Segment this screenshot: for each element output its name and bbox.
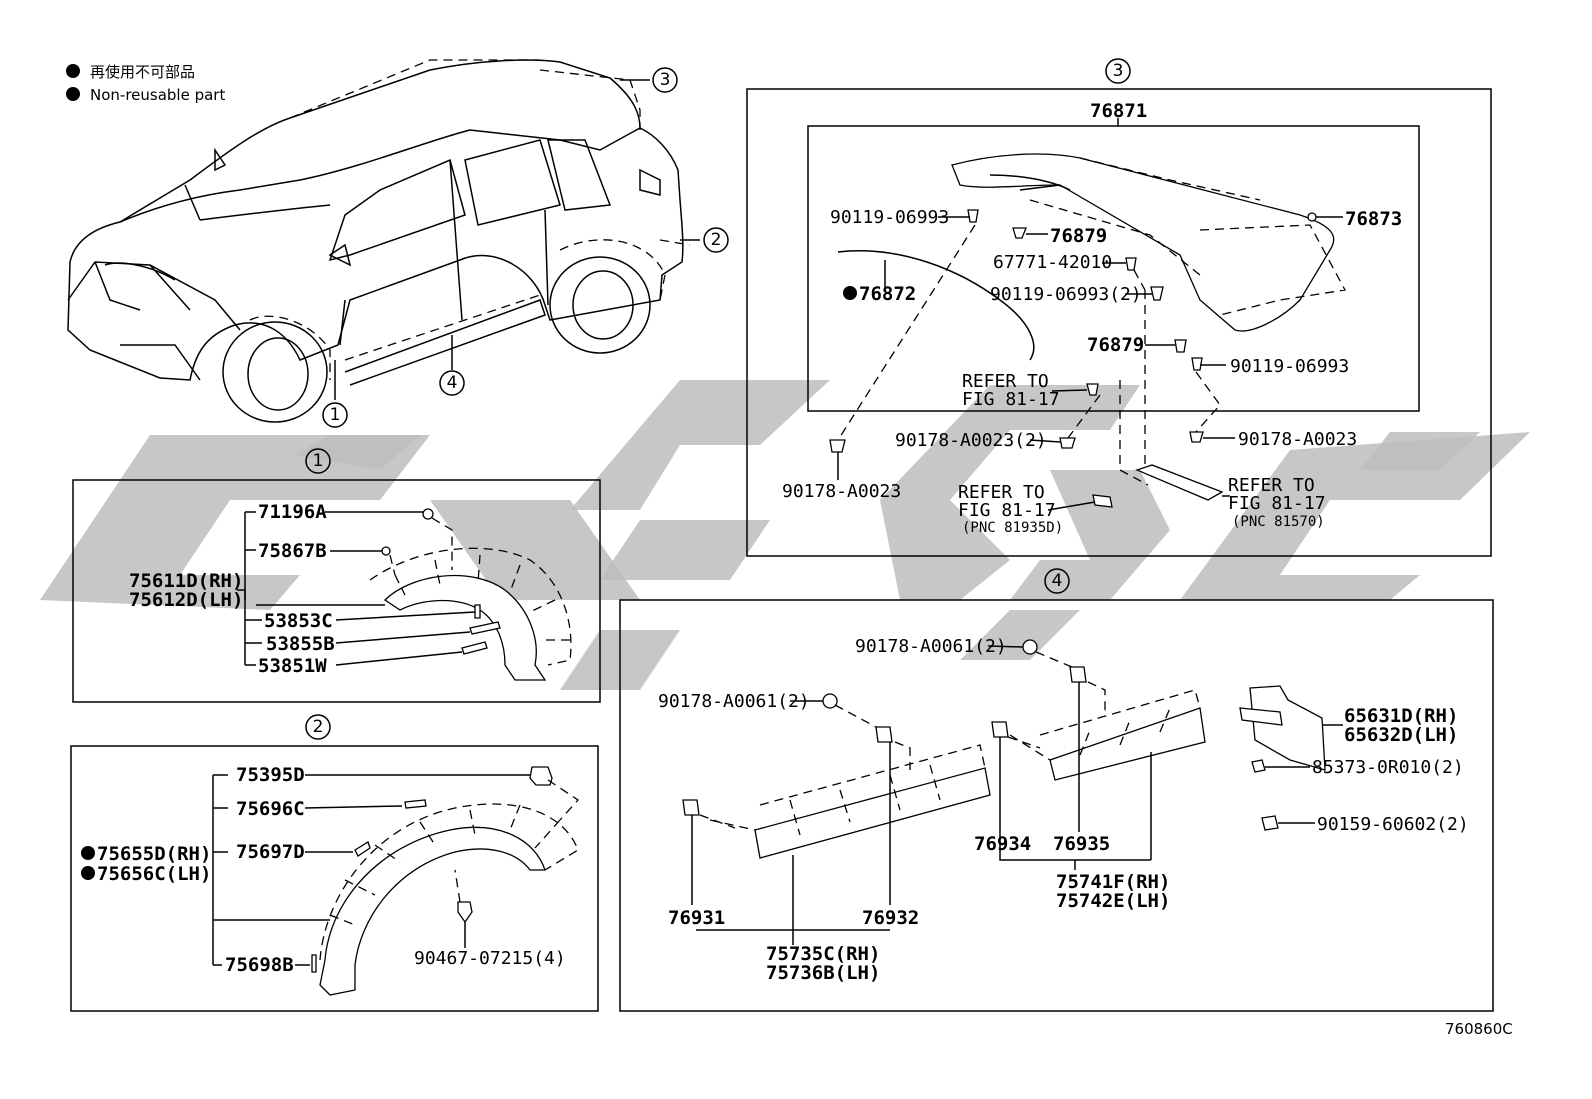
panel-2-frame [70,745,599,1012]
part-76935: 76935 [1053,833,1110,855]
callout-4 [439,370,465,396]
section-1-marker [305,448,331,474]
callout-1 [322,402,348,428]
fig-81-17-lower: FIG 81-17 [958,500,1056,521]
part-53851w: 53851W [258,655,327,677]
filled-dot-icon [66,87,80,101]
part-76934: 76934 [974,833,1031,855]
part-75611d-rh: 75611D(RH) [129,570,243,592]
legend-japanese: 再使用不可部品 [90,63,195,81]
part-90119-06993-top: 90119-06993 [830,207,949,228]
refer-to-upper: REFER TO [962,371,1049,392]
part-76871: 76871 [1090,100,1147,122]
part-90467-07215: 90467-07215(4) [414,948,566,969]
non-reusable-dot-icon [81,846,95,860]
legend: 再使用不可部品 Non-reusable part [66,63,225,104]
svg-text:3: 3 [660,70,671,90]
part-76879-lower: 76879 [1087,334,1144,356]
panel-3-frame [746,88,1492,557]
panel-1-front-wheel-arch: 1 71196A 75867B 75611D(RH) 75612D(LH) 53… [72,448,601,703]
section-4-marker [1044,568,1070,594]
legend-english: Non-reusable part [90,86,225,104]
part-75395d: 75395D [236,764,305,786]
callout-3 [652,67,678,93]
part-90159-60602: 90159-60602(2) [1317,814,1469,835]
non-reusable-dot-icon [81,866,95,880]
section-3-marker [1105,58,1131,84]
part-75612d-lh: 75612D(LH) [129,589,243,611]
fig-81-17-upper: FIG 81-17 [962,389,1060,410]
svg-text:4: 4 [1052,571,1063,591]
part-75697d: 75697D [236,841,305,863]
panel-1-frame [72,479,601,703]
section-2-marker [305,714,331,740]
part-75655d-rh: 75655D(RH) [97,843,211,865]
pnc-81935d: (PNC 81935D) [962,520,1063,536]
part-75656c-lh: 75656C(LH) [97,863,211,885]
part-90178-a0023-2: 90178-A0023(2) [895,430,1047,451]
svg-text:1: 1 [313,451,324,471]
part-76931: 76931 [668,907,725,929]
part-76879-top: 76879 [1050,225,1107,247]
part-65632d-lh: 65632D(LH) [1344,724,1458,746]
part-85373-0r010: 85373-0R010(2) [1312,757,1464,778]
panel-4-frame [619,599,1494,1012]
panel-3-rear-spoiler: 3 76871 [746,58,1492,557]
part-76872: 76872 [859,283,916,305]
part-90119-06993-lower: 90119-06993 [1230,356,1349,377]
part-71196a: 71196A [258,501,327,523]
panel-4-rocker-moulding: 4 90178-A0061(2) 90178-A0061(2) 769 [619,568,1494,1012]
part-75696c: 75696C [236,798,305,820]
non-reusable-dot-icon [843,286,857,300]
part-75742e-lh: 75742E(LH) [1056,890,1170,912]
fig-81-17-right: FIG 81-17 [1228,493,1326,514]
panel-3-inner-frame [807,125,1420,412]
part-90178-a0023-right: 90178-A0023 [1238,429,1357,450]
part-75736b-lh: 75736B(LH) [766,962,880,984]
svg-text:2: 2 [711,230,722,250]
refer-to-right: REFER TO [1228,475,1315,496]
svg-text:4: 4 [447,373,458,393]
part-76873: 76873 [1345,208,1402,230]
svg-text:1: 1 [330,405,341,425]
part-75741f-rh: 75741F(RH) [1056,871,1170,893]
part-75698b: 75698B [225,954,294,976]
part-90178-a0023-left: 90178-A0023 [782,481,901,502]
watermark-logo [40,380,1530,690]
part-90178-a0061-left: 90178-A0061(2) [658,691,810,712]
part-90178-a0061-right: 90178-A0061(2) [855,636,1007,657]
svg-text:2: 2 [313,717,324,737]
vehicle-overview: 3 2 4 1 [67,59,729,428]
part-75867b: 75867B [258,540,327,562]
part-53855b: 53855B [266,633,335,655]
part-76932: 76932 [862,907,919,929]
pnc-81570: (PNC 81570) [1232,514,1325,530]
filled-dot-icon [66,64,80,78]
part-65631d-rh: 65631D(RH) [1344,705,1458,727]
part-67771-42010: 67771-42010 [993,252,1112,273]
part-53853c: 53853C [264,610,333,632]
figure-code: 760860C [1445,1020,1513,1038]
svg-text:3: 3 [1113,61,1124,81]
panel-2-rear-wheel-arch: 2 75395D 75696C 75655D(RH) 75656C(LH) 75… [70,714,599,1012]
callout-2 [703,227,729,253]
part-90119-06993-2: 90119-06993(2) [990,284,1142,305]
part-75735c-rh: 75735C(RH) [766,943,880,965]
refer-to-lower: REFER TO [958,482,1045,503]
